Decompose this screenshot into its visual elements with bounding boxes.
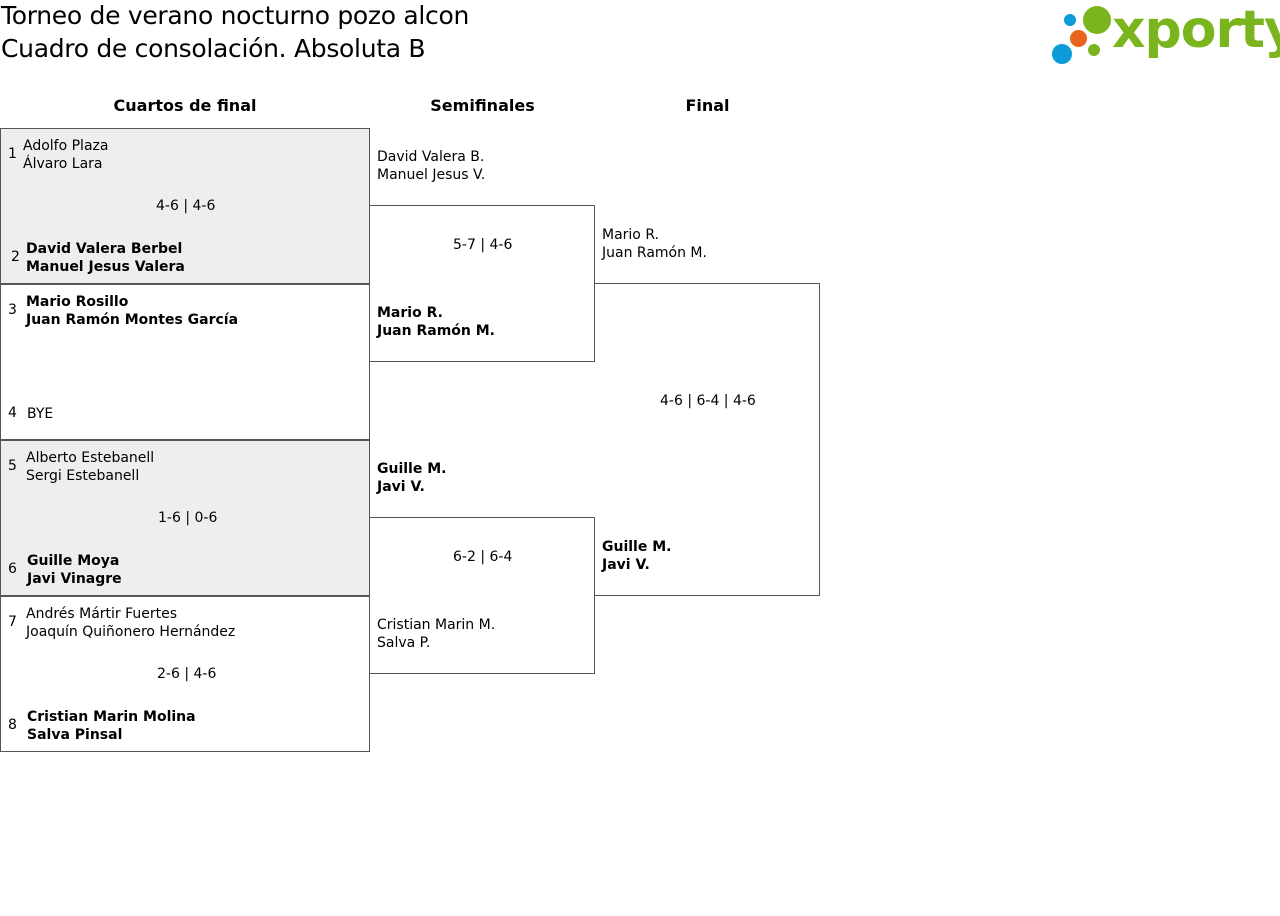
player-name: Juan Ramón M. bbox=[602, 245, 707, 261]
match-score: 4-6 | 4-6 bbox=[156, 198, 216, 214]
logo-wordmark: xporty bbox=[1112, 0, 1280, 60]
round-semifinals: Semifinales bbox=[430, 96, 535, 115]
qf-match-1: 1 Adolfo Plaza Álvaro Lara 4-6 | 4-6 2 D… bbox=[0, 128, 370, 284]
seed-number: 1 bbox=[8, 146, 17, 162]
logo-dot-green-small bbox=[1088, 44, 1100, 56]
player-name: Juan Ramón Montes García bbox=[26, 312, 239, 328]
round-quarterfinals: Cuartos de final bbox=[113, 96, 257, 115]
sf2-pair-bottom[interactable]: Cristian Marin M. Salva P. bbox=[377, 616, 495, 652]
seed-number: 5 bbox=[8, 458, 17, 474]
qf-pair-bottom[interactable]: Guille Moya Javi Vinagre bbox=[27, 552, 122, 588]
player-name: Cristian Marin Molina bbox=[27, 709, 196, 725]
logo-dot-green bbox=[1083, 6, 1111, 34]
player-name: Juan Ramón M. bbox=[377, 323, 495, 339]
player-name: Sergi Estebanell bbox=[26, 468, 140, 484]
player-name: Guille Moya bbox=[27, 553, 120, 569]
qf-pair-top[interactable]: Adolfo Plaza Álvaro Lara bbox=[23, 137, 108, 173]
sf2-pair-top[interactable]: Guille M. Javi V. bbox=[377, 460, 446, 496]
player-name: Guille M. bbox=[377, 461, 447, 477]
qf-pair-top[interactable]: Alberto Estebanell Sergi Estebanell bbox=[26, 449, 154, 485]
player-name: Salva P. bbox=[377, 635, 431, 651]
qf-pair-bottom[interactable]: David Valera Berbel Manuel Jesus Valera bbox=[26, 240, 185, 276]
seed-number: 2 bbox=[11, 249, 20, 265]
qf-pair-top[interactable]: Mario Rosillo Juan Ramón Montes García bbox=[26, 293, 238, 329]
match-score: 5-7 | 4-6 bbox=[453, 237, 513, 253]
tournament-title: Torneo de verano nocturno pozo alcon bbox=[1, 1, 470, 30]
match-score: 4-6 | 6-4 | 4-6 bbox=[660, 393, 756, 409]
player-name: David Valera B. bbox=[377, 149, 485, 165]
player-name: Andrés Mártir Fuertes bbox=[26, 606, 178, 622]
logo-dot-blue-small bbox=[1064, 14, 1076, 26]
seed-number: 8 bbox=[8, 717, 17, 733]
player-name: Guille M. bbox=[602, 539, 672, 555]
seed-number: 3 bbox=[8, 302, 17, 318]
player-name: Cristian Marin M. bbox=[377, 617, 496, 633]
player-name: Manuel Jesus V. bbox=[377, 167, 486, 183]
final-pair-bottom[interactable]: Guille M. Javi V. bbox=[602, 538, 671, 574]
qf-pair-bottom[interactable]: Cristian Marin Molina Salva Pinsal bbox=[27, 708, 196, 744]
match-score: 1-6 | 0-6 bbox=[158, 510, 218, 526]
player-name: Manuel Jesus Valera bbox=[26, 259, 185, 275]
player-name: David Valera Berbel bbox=[26, 241, 183, 257]
player-name: BYE bbox=[27, 406, 54, 422]
seed-number: 7 bbox=[8, 614, 17, 630]
qf-pair-top[interactable]: Andrés Mártir Fuertes Joaquín Quiñonero … bbox=[26, 605, 235, 641]
player-name: Javi Vinagre bbox=[27, 571, 122, 587]
player-name: Mario R. bbox=[377, 305, 443, 321]
player-name: Mario R. bbox=[602, 227, 659, 243]
player-name: Javi V. bbox=[602, 557, 650, 573]
sf1-pair-top[interactable]: David Valera B. Manuel Jesus V. bbox=[377, 148, 485, 184]
player-name: Mario Rosillo bbox=[26, 294, 129, 310]
player-name: Javi V. bbox=[377, 479, 425, 495]
match-score: 6-2 | 6-4 bbox=[453, 549, 513, 565]
draw-subtitle: Cuadro de consolación. Absoluta B bbox=[1, 34, 426, 63]
xporty-logo: xporty bbox=[1050, 0, 1280, 68]
final-match-bracket bbox=[594, 283, 820, 596]
qf-match-4: 7 Andrés Mártir Fuertes Joaquín Quiñoner… bbox=[0, 596, 370, 752]
player-name: Adolfo Plaza bbox=[23, 138, 109, 154]
seed-number: 4 bbox=[8, 405, 17, 421]
sf1-pair-bottom[interactable]: Mario R. Juan Ramón M. bbox=[377, 304, 495, 340]
player-name: Joaquín Quiñonero Hernández bbox=[26, 624, 236, 640]
qf-match-3: 5 Alberto Estebanell Sergi Estebanell 1-… bbox=[0, 440, 370, 596]
seed-number: 6 bbox=[8, 561, 17, 577]
player-name: Salva Pinsal bbox=[27, 727, 123, 743]
player-name: Alberto Estebanell bbox=[26, 450, 155, 466]
logo-dot-blue bbox=[1052, 44, 1072, 64]
match-score: 2-6 | 4-6 bbox=[157, 666, 217, 682]
qf-match-2: 3 Mario Rosillo Juan Ramón Montes García… bbox=[0, 284, 370, 440]
round-final: Final bbox=[685, 96, 730, 115]
logo-dot-orange bbox=[1070, 30, 1087, 47]
player-name: Álvaro Lara bbox=[23, 156, 103, 172]
final-pair-top[interactable]: Mario R. Juan Ramón M. bbox=[602, 226, 707, 262]
qf-pair-bottom[interactable]: BYE bbox=[27, 405, 53, 423]
